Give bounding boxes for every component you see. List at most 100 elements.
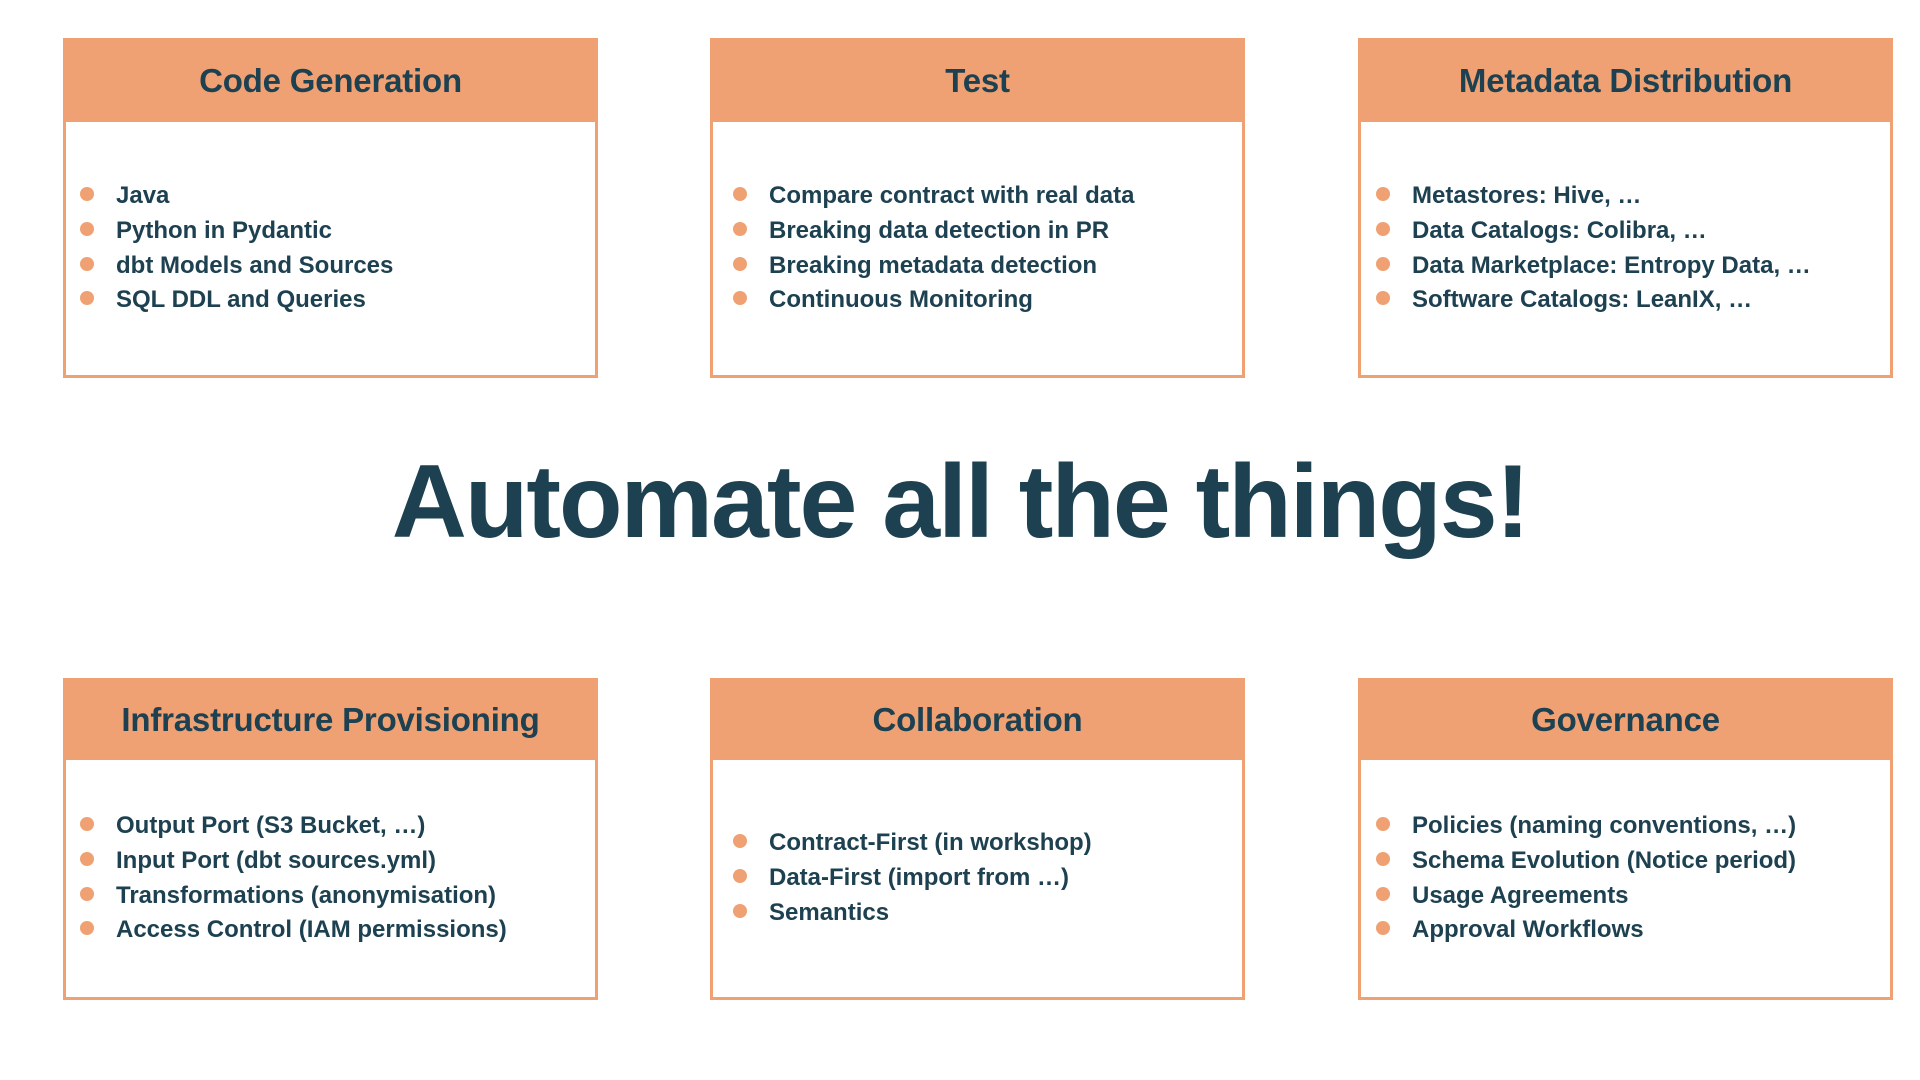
list-item: dbt Models and Sources <box>80 249 595 284</box>
list-item: Data Catalogs: Colibra, … <box>1376 214 1890 249</box>
card-metadata-distribution: Metadata Distribution Metastores: Hive, … <box>1358 38 1893 378</box>
card-body-metadata-distribution: Metastores: Hive, … Data Catalogs: Colib… <box>1361 122 1890 375</box>
card-body-governance: Policies (naming conventions, …) Schema … <box>1361 760 1890 997</box>
card-slot-code-generation: Code Generation Java Python in Pydantic … <box>63 38 598 378</box>
bullet-dot-icon <box>80 886 94 901</box>
card-slot-governance: Governance Policies (naming conventions,… <box>1358 678 1893 1000</box>
bullet-dot-icon <box>80 256 94 271</box>
list-item-label: Data Marketplace: Entropy Data, … <box>1412 251 1811 279</box>
list-item-label: Breaking data detection in PR <box>769 216 1110 244</box>
card-title-code-generation: Code Generation <box>63 38 598 122</box>
bullet-dot-icon <box>1376 291 1390 306</box>
list-item-label: Python in Pydantic <box>116 216 333 244</box>
list-item: Semantics <box>733 896 1242 931</box>
card-body-code-generation: Java Python in Pydantic dbt Models and S… <box>66 122 595 375</box>
page-headline: Automate all the things! <box>391 444 1530 560</box>
list-item: Metastores: Hive, … <box>1376 179 1890 214</box>
list-item: Compare contract with real data <box>733 179 1242 214</box>
card-title-infrastructure-provisioning: Infrastructure Provisioning <box>63 678 598 760</box>
card-body-infrastructure-provisioning: Output Port (S3 Bucket, …) Input Port (d… <box>66 760 595 997</box>
bullet-dot-icon <box>80 221 94 236</box>
bullet-list-code-generation: Java Python in Pydantic dbt Models and S… <box>66 179 595 318</box>
list-item: Software Catalogs: LeanIX, … <box>1376 283 1890 318</box>
bullet-dot-icon <box>1376 921 1390 936</box>
bullet-list-test: Compare contract with real data Breaking… <box>713 179 1242 318</box>
list-item: SQL DDL and Queries <box>80 283 595 318</box>
list-item: Breaking metadata detection <box>733 249 1242 284</box>
list-item-label: Compare contract with real data <box>769 181 1135 209</box>
bullet-dot-icon <box>1376 886 1390 901</box>
list-item-label: Semantics <box>769 898 890 926</box>
bullet-dot-icon <box>80 921 94 936</box>
bullet-dot-icon <box>733 221 747 236</box>
bottom-card-row: Infrastructure Provisioning Output Port … <box>0 678 1920 1000</box>
list-item: Output Port (S3 Bucket, …) <box>80 809 595 844</box>
list-item: Schema Evolution (Notice period) <box>1376 844 1890 879</box>
list-item-label: Data Catalogs: Colibra, … <box>1412 216 1707 244</box>
card-title-governance: Governance <box>1358 678 1893 760</box>
bullet-dot-icon <box>733 834 747 849</box>
bullet-dot-icon <box>1376 186 1390 201</box>
list-item-label: Data-First (import from …) <box>769 864 1069 892</box>
list-item: Access Control (IAM permissions) <box>80 913 595 948</box>
bullet-dot-icon <box>733 291 747 306</box>
list-item-label: SQL DDL and Queries <box>116 286 366 314</box>
bullet-list-infrastructure-provisioning: Output Port (S3 Bucket, …) Input Port (d… <box>66 809 595 948</box>
bullet-dot-icon <box>1376 221 1390 236</box>
list-item-label: Java <box>116 181 170 209</box>
bullet-list-metadata-distribution: Metastores: Hive, … Data Catalogs: Colib… <box>1361 179 1890 318</box>
bullet-dot-icon <box>1376 256 1390 271</box>
list-item: Input Port (dbt sources.yml) <box>80 844 595 879</box>
list-item-label: Contract-First (in workshop) <box>769 829 1092 857</box>
bullet-dot-icon <box>733 869 747 884</box>
card-collaboration: Collaboration Contract-First (in worksho… <box>710 678 1245 1000</box>
card-slot-collaboration: Collaboration Contract-First (in worksho… <box>710 678 1245 1000</box>
bullet-dot-icon <box>80 291 94 306</box>
bullet-dot-icon <box>80 851 94 866</box>
bullet-dot-icon <box>1376 851 1390 866</box>
list-item-label: Metastores: Hive, … <box>1412 181 1642 209</box>
list-item-label: Policies (naming conventions, …) <box>1412 811 1797 839</box>
card-test: Test Compare contract with real data Bre… <box>710 38 1245 378</box>
card-slot-infrastructure-provisioning: Infrastructure Provisioning Output Port … <box>63 678 598 1000</box>
list-item: Data Marketplace: Entropy Data, … <box>1376 249 1890 284</box>
card-title-test: Test <box>710 38 1245 122</box>
top-card-row: Code Generation Java Python in Pydantic … <box>0 38 1920 378</box>
list-item: Java <box>80 179 595 214</box>
card-title-metadata-distribution: Metadata Distribution <box>1358 38 1893 122</box>
list-item-label: Software Catalogs: LeanIX, … <box>1412 286 1753 314</box>
bullet-dot-icon <box>1376 816 1390 831</box>
bullet-dot-icon <box>80 186 94 201</box>
card-code-generation: Code Generation Java Python in Pydantic … <box>63 38 598 378</box>
list-item: Data-First (import from …) <box>733 861 1242 896</box>
card-infrastructure-provisioning: Infrastructure Provisioning Output Port … <box>63 678 598 1000</box>
list-item-label: dbt Models and Sources <box>116 251 394 279</box>
list-item-label: Output Port (S3 Bucket, …) <box>116 811 426 839</box>
list-item-label: Usage Agreements <box>1412 881 1629 909</box>
list-item: Transformations (anonymisation) <box>80 879 595 914</box>
list-item: Breaking data detection in PR <box>733 214 1242 249</box>
list-item: Usage Agreements <box>1376 879 1890 914</box>
list-item-label: Continuous Monitoring <box>769 286 1033 314</box>
card-slot-metadata-distribution: Metadata Distribution Metastores: Hive, … <box>1358 38 1893 378</box>
card-body-collaboration: Contract-First (in workshop) Data-First … <box>713 760 1242 997</box>
list-item-label: Approval Workflows <box>1412 916 1644 944</box>
card-slot-test: Test Compare contract with real data Bre… <box>710 38 1245 378</box>
bullet-list-governance: Policies (naming conventions, …) Schema … <box>1361 809 1890 948</box>
card-body-test: Compare contract with real data Breaking… <box>713 122 1242 375</box>
bullet-list-collaboration: Contract-First (in workshop) Data-First … <box>713 826 1242 930</box>
card-title-collaboration: Collaboration <box>710 678 1245 760</box>
bullet-dot-icon <box>733 256 747 271</box>
list-item-label: Schema Evolution (Notice period) <box>1412 846 1797 874</box>
list-item: Python in Pydantic <box>80 214 595 249</box>
list-item-label: Transformations (anonymisation) <box>116 881 497 909</box>
bullet-dot-icon <box>733 186 747 201</box>
list-item-label: Breaking metadata detection <box>769 251 1098 279</box>
list-item: Contract-First (in workshop) <box>733 826 1242 861</box>
bullet-dot-icon <box>80 816 94 831</box>
list-item-label: Input Port (dbt sources.yml) <box>116 846 437 874</box>
card-governance: Governance Policies (naming conventions,… <box>1358 678 1893 1000</box>
list-item: Continuous Monitoring <box>733 283 1242 318</box>
list-item: Approval Workflows <box>1376 913 1890 948</box>
bullet-dot-icon <box>733 903 747 918</box>
